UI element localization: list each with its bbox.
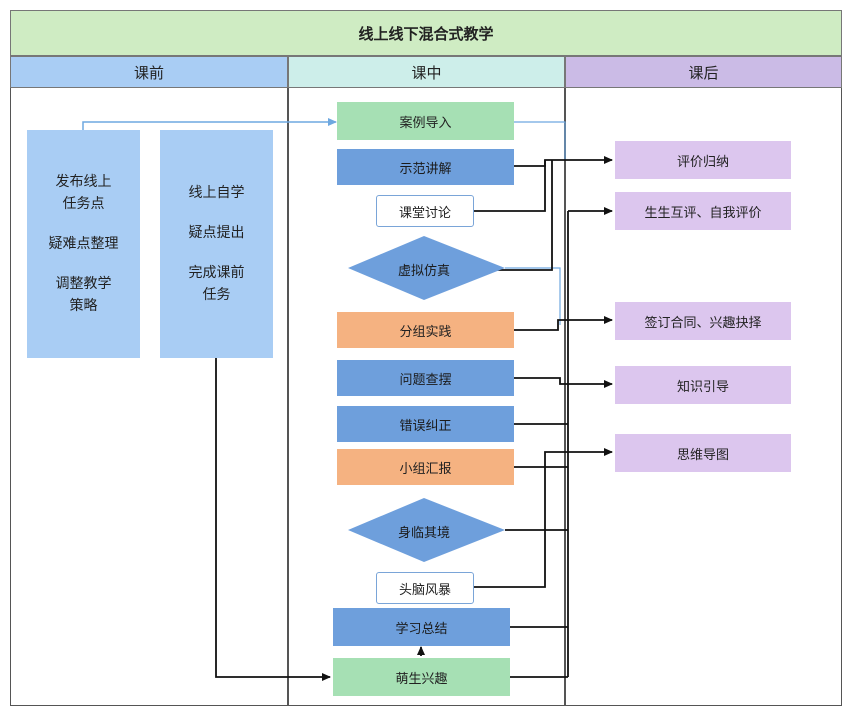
connector-brainstorm [474, 448, 613, 588]
node-peer-eval: 生生互评、自我评价 [615, 192, 791, 230]
diamond-immersion [348, 498, 505, 562]
column-before [10, 88, 288, 706]
connector-box2-to-interest [215, 358, 331, 681]
column-during [288, 88, 565, 706]
before-box1-line4: 调整教学 [55, 276, 112, 292]
node-evaluate: 评价归纳 [615, 141, 791, 179]
before-box2-line2: 疑点提出 [188, 225, 245, 241]
before-box-teacher: 发布线上 任务点 疑难点整理 调整教学 策略 [27, 130, 140, 358]
column-header-before: 课前 [10, 56, 288, 88]
node-knowledge: 知识引导 [615, 366, 791, 404]
before-box2-line3: 完成课前 [188, 265, 245, 281]
connector-sim-right [505, 267, 561, 325]
before-box2-line4: 任务 [202, 287, 231, 303]
node-immersion-label: 身临其境 [397, 525, 450, 541]
before-box2-line1: 线上自学 [188, 185, 245, 201]
connector-case-right [514, 121, 566, 160]
connector-box1-to-case [82, 118, 337, 130]
diagram-title: 线上线下混合式教学 [10, 10, 842, 56]
node-brainstorm: 头脑风暴 [376, 572, 474, 604]
node-group-practice: 分组实践 [337, 312, 514, 348]
before-box1-line2: 任务点 [62, 196, 105, 212]
before-box1-line3: 疑难点整理 [48, 236, 119, 252]
node-error-fix: 错误纠正 [337, 406, 514, 442]
node-mindmap: 思维导图 [615, 434, 791, 472]
node-contract: 签订合同、兴趣抉择 [615, 302, 791, 340]
connector-discussion [474, 160, 546, 212]
node-group-report: 小组汇报 [337, 449, 514, 485]
node-case-intro: 案例导入 [337, 102, 514, 140]
before-box-student: 线上自学 疑点提出 完成课前 任务 [160, 130, 273, 358]
node-demo: 示范讲解 [337, 149, 514, 185]
node-interest: 萌生兴趣 [333, 658, 510, 696]
node-simulation-label: 虚拟仿真 [397, 263, 450, 279]
connector-demo [514, 156, 613, 167]
node-problem-check: 问题查摆 [337, 360, 514, 396]
connector-sim [476, 160, 553, 271]
column-after [565, 88, 842, 706]
connector-problem [514, 377, 613, 388]
node-summary: 学习总结 [333, 608, 510, 646]
node-discussion: 课堂讨论 [376, 195, 474, 227]
diamond-simulation [348, 236, 505, 300]
before-box1-line5: 策略 [69, 298, 98, 314]
before-box1-line1: 发布线上 [55, 174, 112, 190]
connector-group-practice [514, 316, 613, 331]
column-header-during: 课中 [288, 56, 565, 88]
column-header-after: 课后 [565, 56, 842, 88]
